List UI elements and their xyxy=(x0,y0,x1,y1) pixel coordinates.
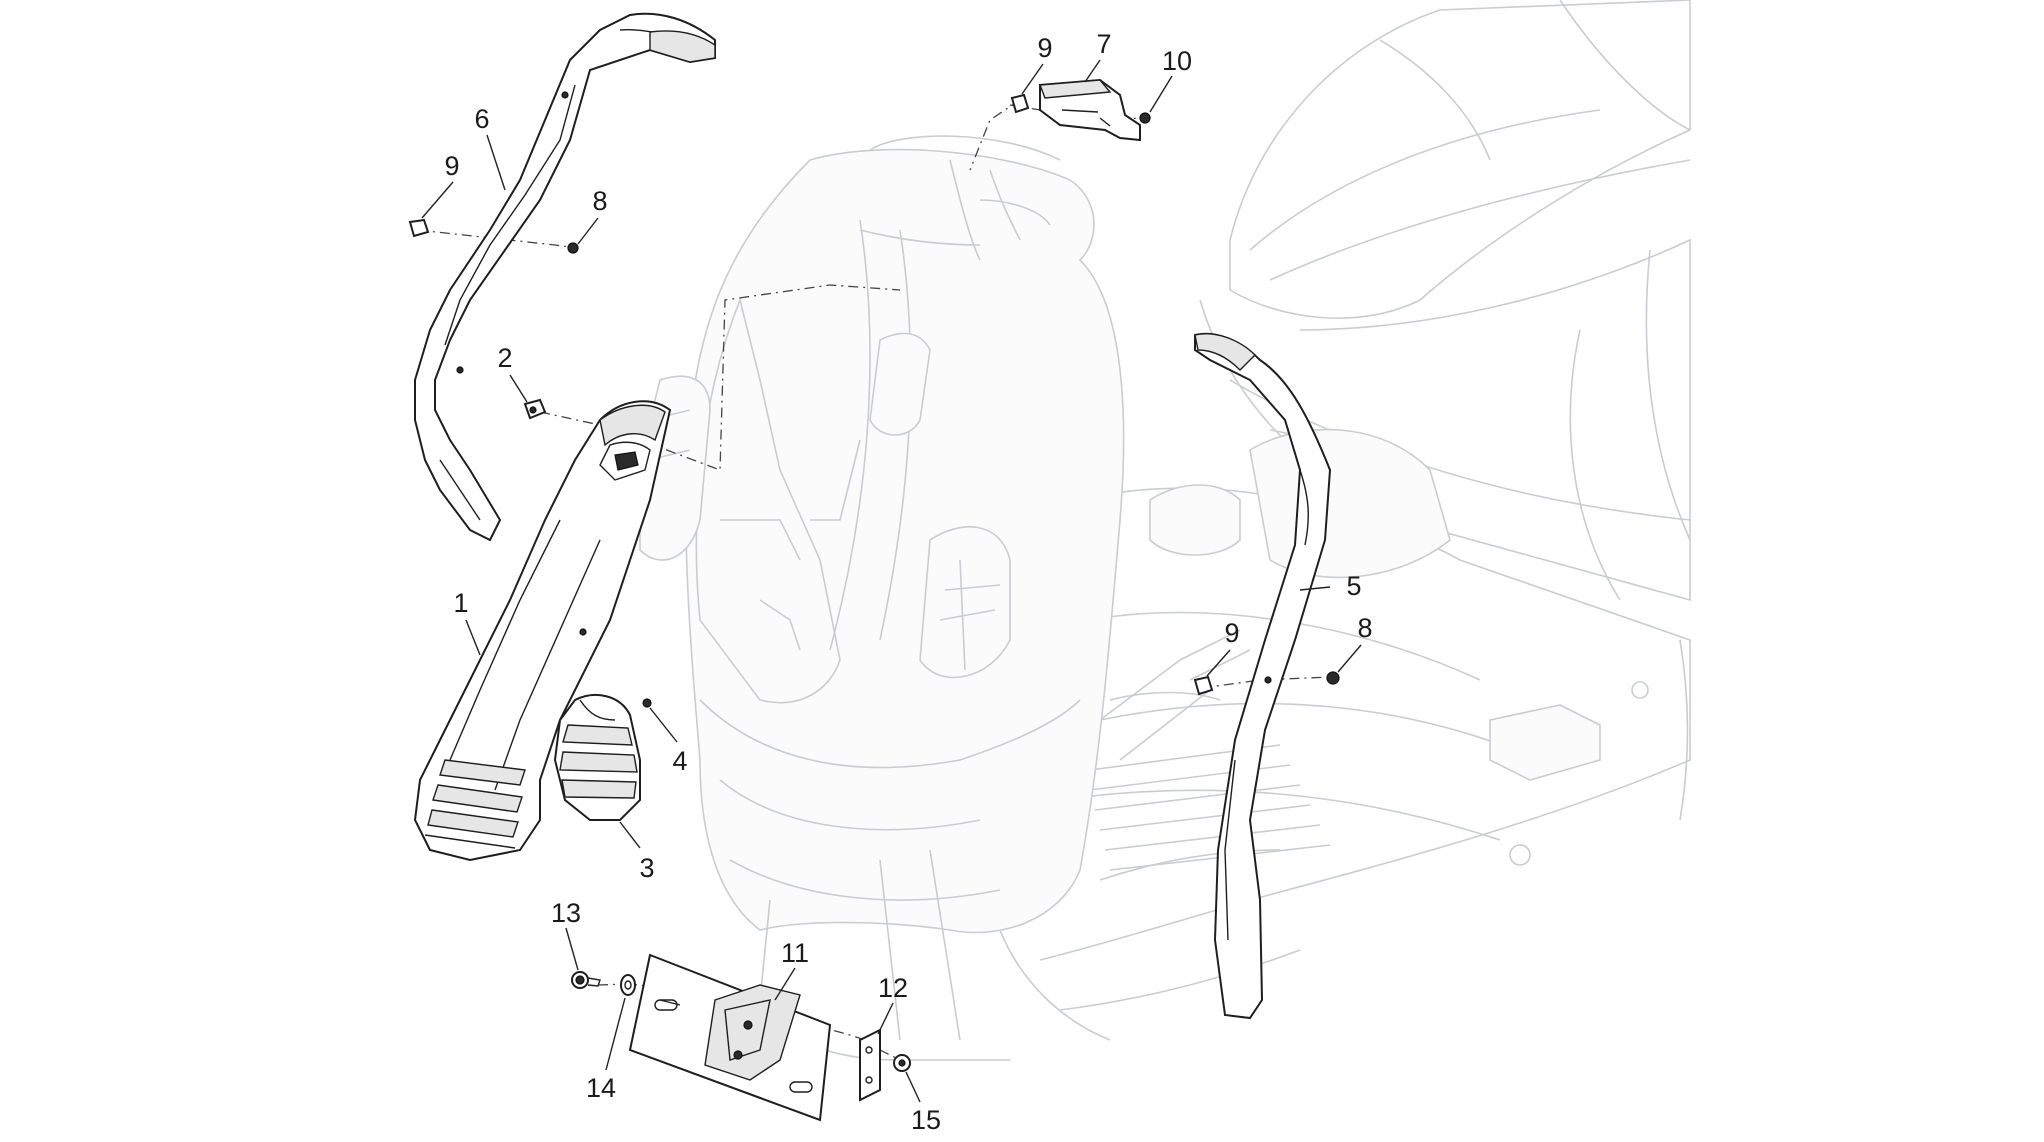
callout-15: 15 xyxy=(911,1105,941,1135)
screw-8-right xyxy=(1326,671,1340,685)
callout-6: 6 xyxy=(474,104,489,134)
part-5-right-trim xyxy=(1194,332,1332,1020)
washer-14 xyxy=(620,974,636,996)
callout-7: 7 xyxy=(1096,29,1111,59)
callout-4: 4 xyxy=(672,746,687,776)
callout-12: 12 xyxy=(878,973,908,1003)
screw-4 xyxy=(642,698,652,708)
part-7-bracket xyxy=(1039,78,1141,142)
callout-13: 13 xyxy=(551,898,581,928)
callout-labels: 1 2 3 4 5 6 7 8 8 9 9 9 10 11 12 13 14 1… xyxy=(444,29,1372,1135)
callout-9-right: 9 xyxy=(1224,618,1239,648)
callout-11: 11 xyxy=(781,938,809,968)
scooter-front-shield-outline xyxy=(639,135,1301,1061)
callout-1: 1 xyxy=(453,588,468,618)
part-3-horn-grille xyxy=(553,694,641,821)
callout-10: 10 xyxy=(1162,46,1192,76)
callout-8-right: 8 xyxy=(1357,613,1372,643)
part-6-left-trim xyxy=(414,12,716,542)
callout-leaders xyxy=(421,59,1362,1103)
screw-8-left xyxy=(567,242,579,254)
callout-5: 5 xyxy=(1346,571,1361,601)
clip-9-top xyxy=(1010,93,1030,114)
callout-3: 3 xyxy=(639,853,654,883)
callout-2: 2 xyxy=(497,343,512,373)
clip-9-left xyxy=(408,218,430,238)
fasteners xyxy=(408,93,1340,1072)
clip-9-right xyxy=(1193,675,1214,696)
callout-9-left: 9 xyxy=(444,151,459,181)
part-1-horn-cover xyxy=(413,400,672,862)
callout-9-top: 9 xyxy=(1037,33,1052,63)
callout-14: 14 xyxy=(586,1073,616,1103)
scooter-body-outline xyxy=(1039,0,1691,961)
screw-10 xyxy=(1139,112,1151,124)
callout-8-left: 8 xyxy=(592,186,607,216)
part-11-plate-holder xyxy=(628,953,881,1122)
